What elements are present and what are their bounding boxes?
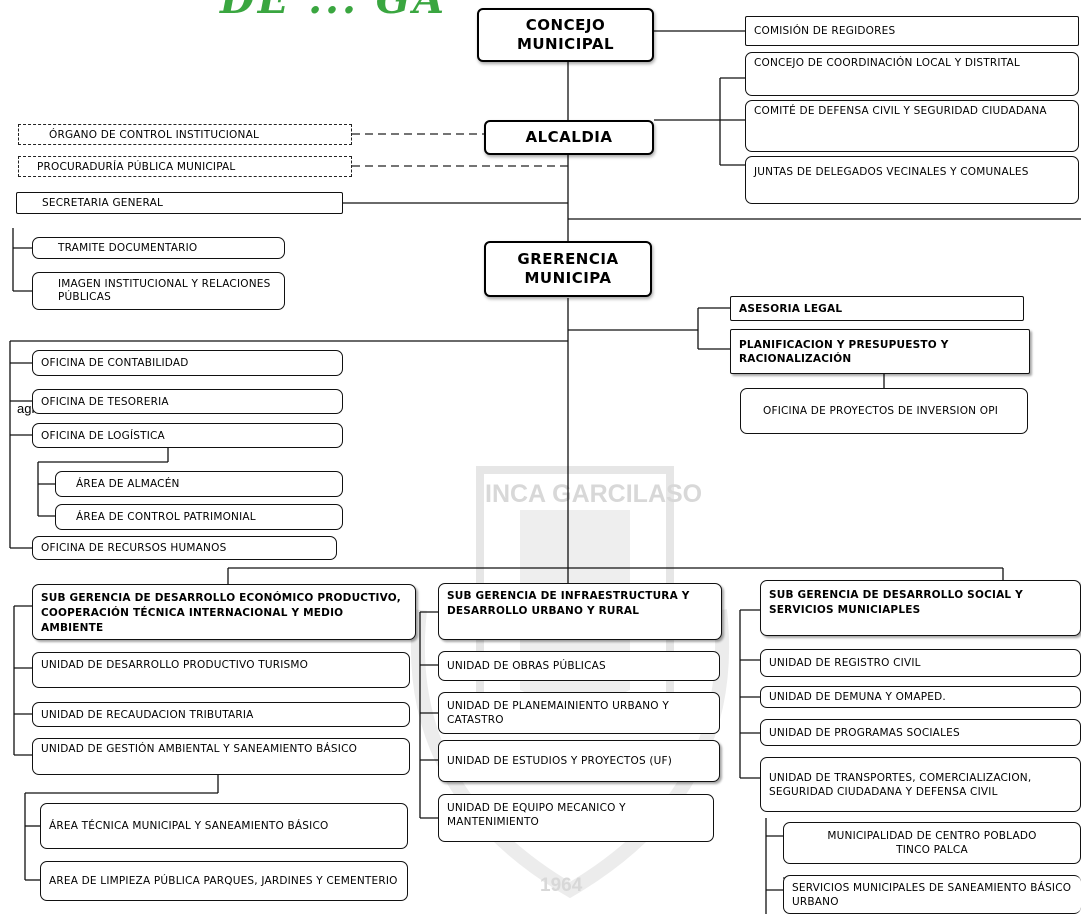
node-unidad-obras: UNIDAD DE OBRAS PÚBLICAS bbox=[438, 651, 720, 681]
node-oficina-tesoreria: OFICINA DE TESORERIA bbox=[32, 389, 343, 414]
node-oficina-contabilidad: OFICINA DE CONTABILIDAD bbox=[32, 350, 343, 376]
node-area-limpieza: AREA DE LIMPIEZA PÚBLICA PARQUES, JARDIN… bbox=[40, 861, 408, 901]
node-alcaldia: ALCALDIA bbox=[484, 120, 654, 155]
node-municipalidad-centro-poblado: MUNICIPALIDAD DE CENTRO POBLADO TINCO PA… bbox=[783, 822, 1081, 864]
header-title: DE ... GA bbox=[220, 0, 447, 23]
node-tramite-documentario: TRAMITE DOCUMENTARIO bbox=[32, 237, 285, 259]
node-area-tecnica: ÁREA TÉCNICA MUNICIPAL Y SANEAMIENTO BÁS… bbox=[40, 803, 408, 849]
node-unidad-planeamiento: UNIDAD DE PLANEMAINIENTO URBANO Y CATAST… bbox=[438, 692, 720, 734]
node-unidad-transportes: UNIDAD DE TRANSPORTES, COMERCIALIZACION,… bbox=[760, 757, 1081, 812]
node-unidad-desarrollo-productivo: UNIDAD DE DESARROLLO PRODUCTIVO TURISMO bbox=[32, 652, 410, 688]
node-planificacion: PLANIFICACION Y PRESUPUESTO Y RACIONALIZ… bbox=[730, 329, 1030, 374]
node-unidad-recaudacion: UNIDAD DE RECAUDACION TRIBUTARIA bbox=[32, 702, 410, 727]
node-procuraduria: PROCURADURÍA PÚBLICA MUNICIPAL bbox=[18, 156, 352, 177]
node-concejo-municipal: CONCEJO MUNICIPAL bbox=[477, 8, 654, 62]
node-secretaria-general: SECRETARIA GENERAL bbox=[16, 192, 343, 214]
node-sub-gerencia-economico: SUB GERENCIA DE DESARROLLO ECONÓMICO PRO… bbox=[32, 584, 416, 640]
watermark-text: INCA GARCILASO bbox=[485, 480, 703, 508]
node-area-almacen: ÁREA DE ALMACÉN bbox=[55, 471, 343, 497]
node-sub-gerencia-social: SUB GERENCIA DE DESARROLLO SOCIAL Y SERV… bbox=[760, 580, 1081, 636]
node-comite-defensa-civil: COMITÉ DE DEFENSA CIVIL Y SEGURIDAD CIUD… bbox=[745, 100, 1079, 152]
node-juntas-delegados: JUNTAS DE DELEGADOS VECINALES Y COMUNALE… bbox=[745, 156, 1079, 204]
node-oficina-recursos-humanos: OFICINA DE RECURSOS HUMANOS bbox=[32, 536, 337, 560]
node-unidad-registro-civil: UNIDAD DE REGISTRO CIVIL bbox=[760, 649, 1081, 677]
node-unidad-gestion-ambiental: UNIDAD DE GESTIÓN AMBIENTAL Y SANEAMIENT… bbox=[32, 738, 410, 775]
node-gerencia-municipal: GRERENCIA MUNICIPA bbox=[484, 241, 652, 297]
node-unidad-equipo-mecanico: UNIDAD DE EQUIPO MECANICO Y MANTENIMIENT… bbox=[438, 794, 714, 842]
watermark-year: 1964 bbox=[540, 875, 583, 896]
node-servicios-saneamiento: SERVICIOS MUNICIPALES DE SANEAMIENTO BÁS… bbox=[783, 875, 1081, 914]
node-sub-gerencia-infraestructura: SUB GERENCIA DE INFRAESTRUCTURA Y DESARR… bbox=[438, 583, 722, 640]
node-unidad-demuna: UNIDAD DE DEMUNA Y OMAPED. bbox=[760, 686, 1081, 708]
node-asesoria-legal: ASESORIA LEGAL bbox=[730, 296, 1024, 321]
node-oficina-logistica: OFICINA DE LOGÍSTICA bbox=[32, 423, 343, 448]
node-opi: OFICINA DE PROYECTOS DE INVERSION OPI bbox=[740, 388, 1028, 434]
node-area-control-patrimonial: ÁREA DE CONTROL PATRIMONIAL bbox=[55, 504, 343, 530]
node-unidad-estudios: UNIDAD DE ESTUDIOS Y PROYECTOS (UF) bbox=[438, 740, 720, 782]
node-unidad-programas-sociales: UNIDAD DE PROGRAMAS SOCIALES bbox=[760, 719, 1081, 746]
node-imagen-institucional: IMAGEN INSTITUCIONAL Y RELACIONES PÚBLIC… bbox=[32, 272, 285, 310]
node-organo-control: ÓRGANO DE CONTROL INSTITUCIONAL bbox=[18, 124, 352, 145]
node-comision-regidores: COMISIÓN DE REGIDORES bbox=[745, 16, 1079, 46]
node-concejo-coordinacion: CONCEJO DE COORDINACIÓN LOCAL Y DISTRITA… bbox=[745, 52, 1079, 96]
